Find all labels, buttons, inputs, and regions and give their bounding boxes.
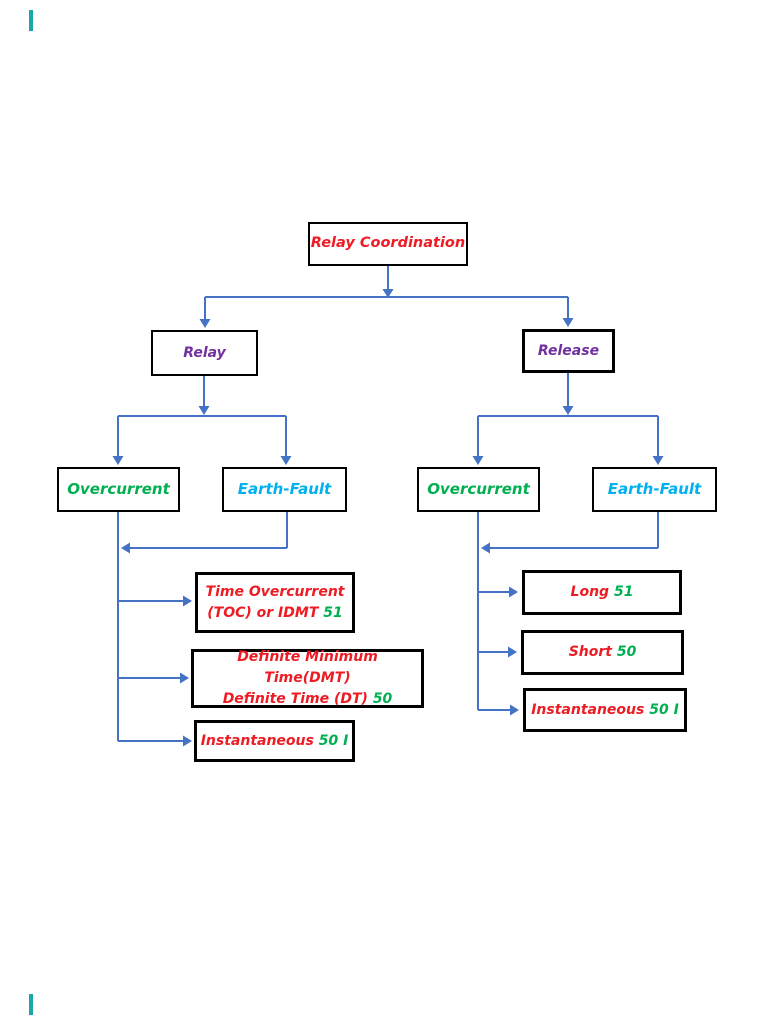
node-definite-minimum-time-dmt-dt-50: Definite Minimum Time(DMT) Definite Time…: [191, 649, 424, 708]
ansi-code: 50: [616, 644, 637, 660]
leaf-label: Instantaneous: [531, 701, 650, 718]
node-instantaneous-50i-relay: Instantaneous 50 I: [194, 720, 355, 762]
leaf-label: Long: [570, 584, 614, 600]
leaf-label: Time Overcurrent (TOC) or IDMT: [205, 583, 345, 621]
node-relay-earth-fault: Earth-Fault: [222, 467, 347, 512]
node-instantaneous-50i-release: Instantaneous 50 I: [523, 688, 687, 732]
ansi-code: 50 I: [649, 701, 679, 718]
node-long-51: Long 51: [522, 570, 682, 615]
ansi-code: 50: [372, 691, 393, 707]
node-time-overcurrent-toc-idmt-51: Time Overcurrent (TOC) or IDMT 51: [195, 572, 355, 633]
ansi-code: 50 I: [318, 732, 349, 749]
leaf-label: Short: [568, 644, 617, 660]
node-release-overcurrent: Overcurrent: [417, 467, 540, 512]
node-release-earth-fault: Earth-Fault: [592, 467, 717, 512]
page-edge-mark-bottom: [29, 994, 33, 1015]
node-release: Release: [522, 329, 615, 373]
node-relay-overcurrent: Overcurrent: [57, 467, 180, 512]
ansi-code: 51: [323, 604, 343, 621]
ansi-code: 51: [613, 584, 634, 600]
node-short-50: Short 50: [521, 630, 684, 675]
node-relay: Relay: [151, 330, 258, 376]
leaf-label: Definite Minimum Time(DMT) Definite Time…: [222, 649, 378, 707]
page-edge-mark-top: [29, 10, 33, 31]
node-relay-coordination: Relay Coordination: [308, 222, 468, 266]
leaf-label: Instantaneous: [200, 732, 319, 749]
